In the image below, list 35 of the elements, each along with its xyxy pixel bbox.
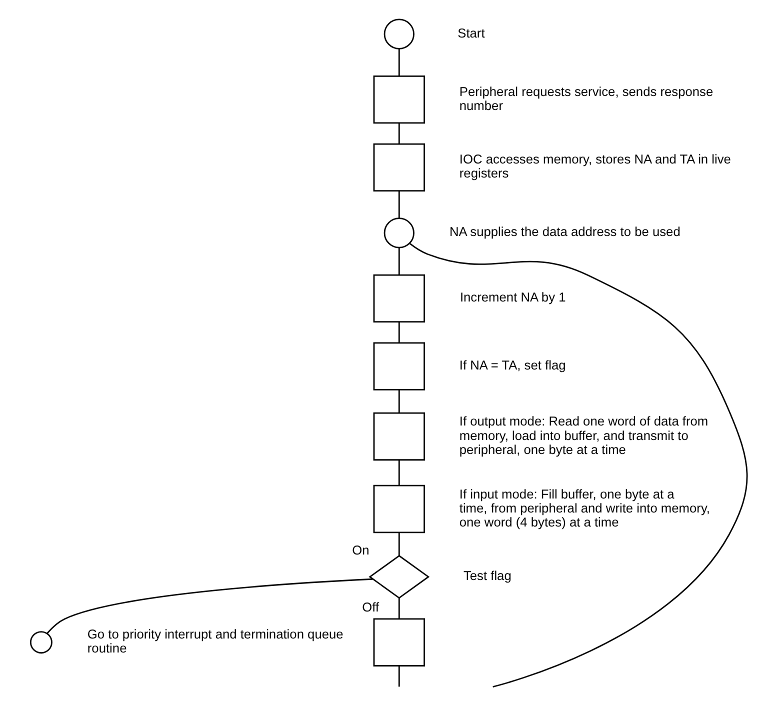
connector	[398, 390, 400, 414]
node-label: If NA = TA, set flag	[459, 358, 566, 373]
node-label: IOC accesses memory, stores NA and TA in live registers	[459, 152, 731, 181]
node-box	[373, 484, 425, 534]
edge-label: Off	[362, 600, 380, 615]
connector	[398, 460, 400, 486]
node-diamond	[368, 554, 430, 599]
connector	[398, 248, 400, 275]
node-label: If output mode: Read one word of data from memory, load into buffer, and transmit to peripheral, one byte at a time	[459, 414, 708, 457]
connector	[398, 48, 400, 76]
node-label: Increment NA by 1	[460, 290, 566, 305]
node-box	[373, 274, 425, 323]
node-box	[373, 342, 425, 390]
node-box	[373, 412, 425, 461]
connector	[398, 598, 400, 619]
node-label: Test flag	[463, 568, 512, 584]
edge-label: On	[352, 542, 370, 558]
connector	[398, 322, 400, 343]
node-box	[373, 618, 425, 666]
node-circle	[30, 631, 52, 654]
connector	[398, 532, 400, 556]
connector	[398, 191, 400, 218]
connector	[398, 123, 400, 144]
node-label: Peripheral requests service, sends response number	[459, 84, 714, 113]
connector	[398, 666, 400, 687]
connector	[46, 578, 373, 634]
node-circle	[384, 18, 414, 50]
node-label: NA supplies the data address to be used	[449, 224, 680, 240]
node-box	[373, 76, 425, 124]
node-box	[373, 143, 425, 192]
node-label: Start	[458, 25, 485, 40]
connector	[409, 243, 748, 688]
node-label: If input mode: Fill buffer, one byte at a time, from peripheral and write into memory, one word (4 bytes) at a time	[459, 486, 710, 530]
node-circle	[384, 218, 414, 248]
node-label: Go to priority interrupt and termination queue routine	[87, 626, 344, 656]
